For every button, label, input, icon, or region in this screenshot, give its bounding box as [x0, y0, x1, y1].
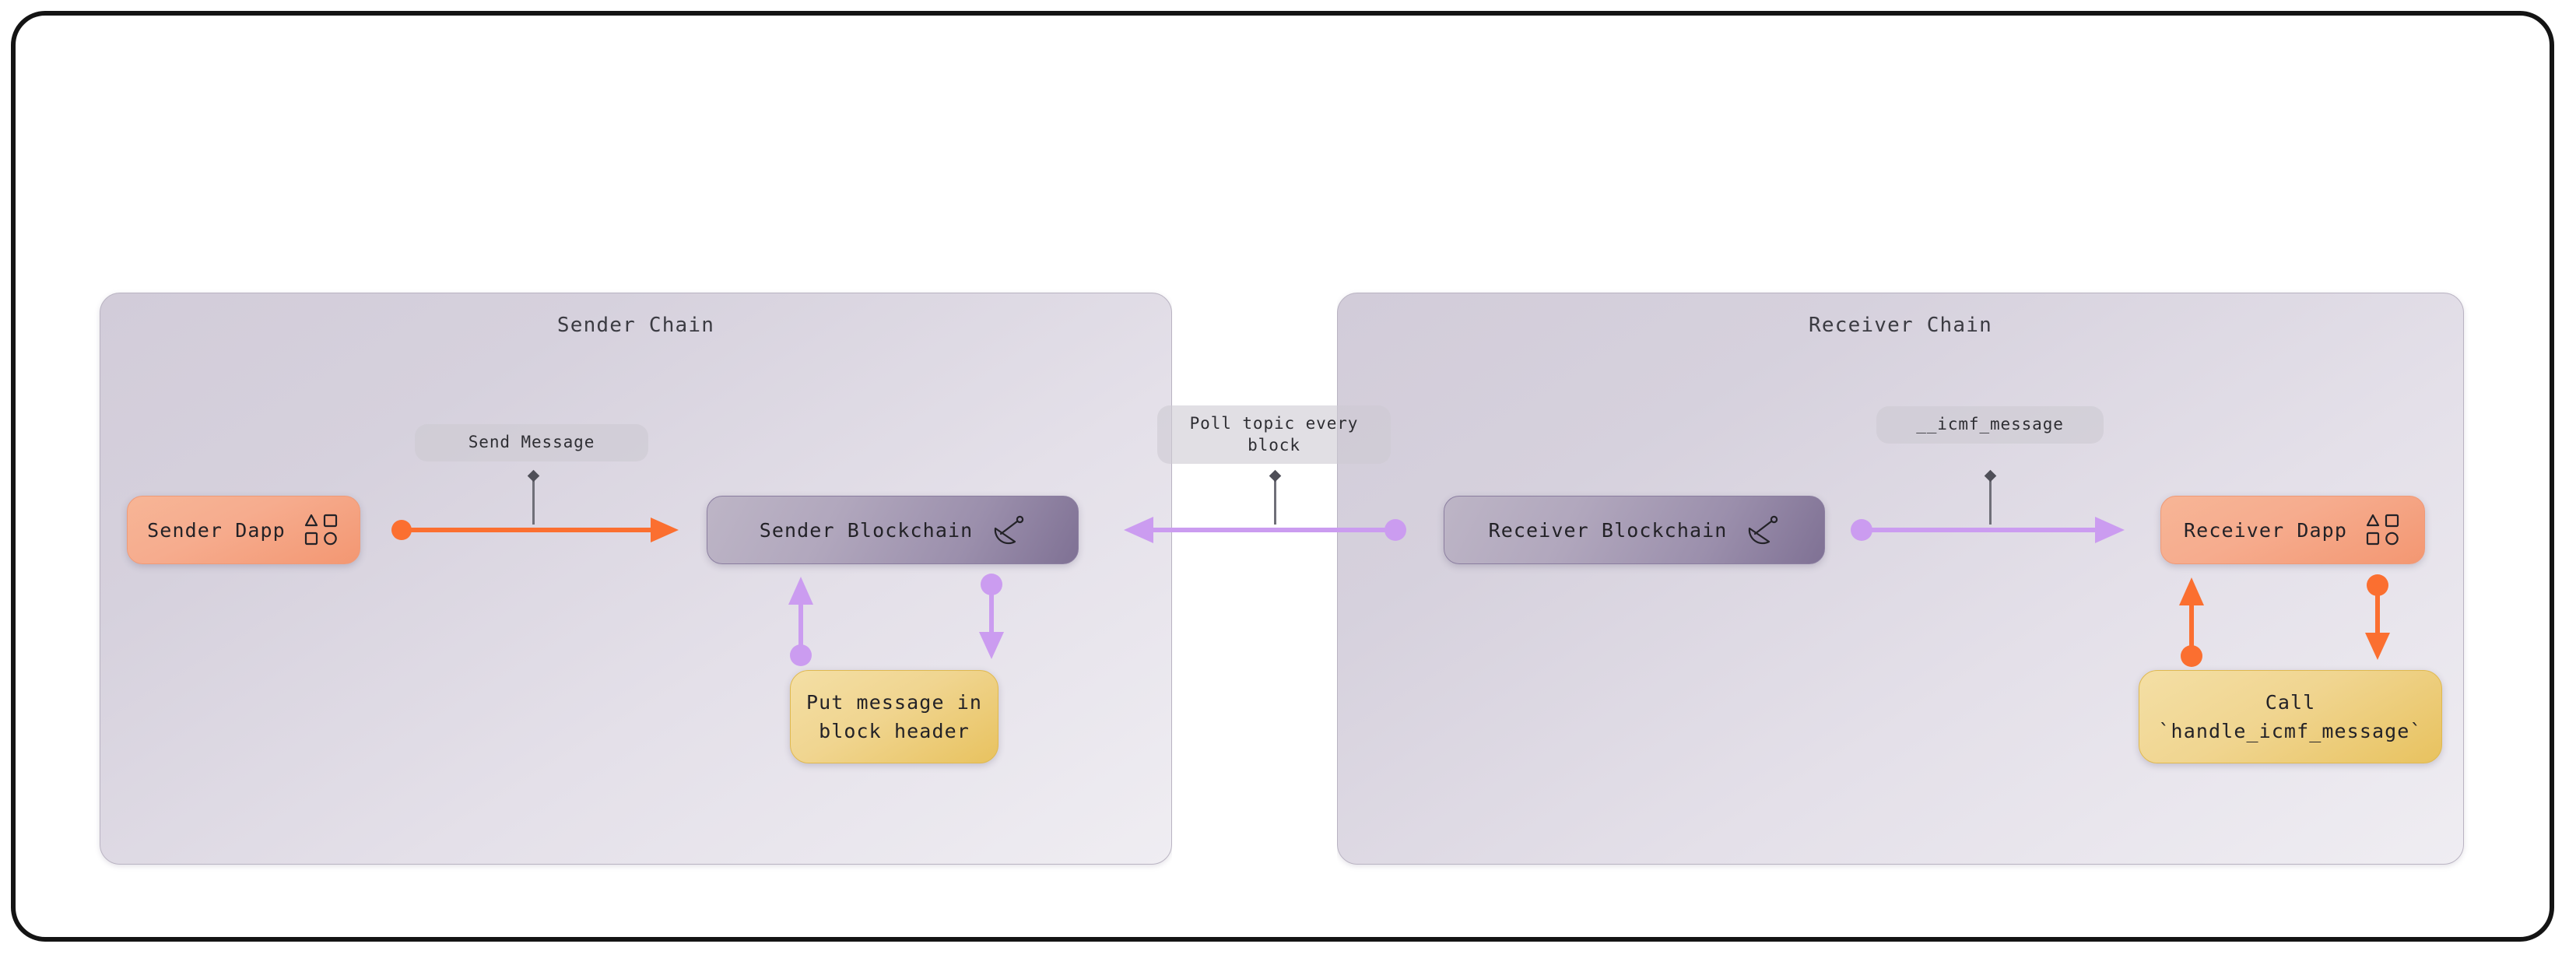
node-sender-dapp[interactable]: Sender Dapp	[127, 496, 360, 564]
connector-stub-poll-topic	[1274, 476, 1276, 525]
edge-label-poll-topic[interactable]: Poll topic every block	[1157, 405, 1391, 465]
node-label-receiver-blockchain: Receiver Blockchain	[1488, 518, 1728, 542]
shapes-grid-icon	[304, 514, 337, 546]
satellite-dish-icon	[1749, 515, 1778, 545]
note-line-1: Call	[2265, 690, 2316, 714]
node-label-sender-blockchain: Sender Blockchain	[759, 518, 974, 542]
node-receiver-dapp[interactable]: Receiver Dapp	[2160, 496, 2425, 564]
connector-stub-icmf-message	[1989, 476, 1992, 525]
connector-stub-send-message	[532, 476, 535, 525]
node-sender-blockchain[interactable]: Sender Blockchain	[707, 496, 1079, 564]
node-label-sender-dapp: Sender Dapp	[147, 518, 286, 542]
node-receiver-blockchain[interactable]: Receiver Blockchain	[1444, 496, 1825, 564]
satellite-dish-icon	[995, 515, 1024, 545]
panel-sender-chain[interactable]: Sender Chain	[100, 293, 1172, 865]
panel-title-sender-chain: Sender Chain	[556, 314, 715, 337]
panel-gap-strip	[1172, 293, 1337, 865]
node-put-message-in-block-header[interactable]: Put message in block header	[790, 670, 998, 763]
shapes-grid-icon	[2366, 514, 2399, 546]
note-line-2: `handle_icmf_message`	[2158, 720, 2423, 742]
edge-label-icmf-message[interactable]: __icmf_message	[1876, 406, 2104, 444]
note-line-2: block header	[819, 720, 970, 742]
panel-receiver-chain[interactable]: Receiver Chain	[1337, 293, 2464, 865]
panel-title-receiver-chain: Receiver Chain	[1809, 314, 1992, 337]
node-label-receiver-dapp: Receiver Dapp	[2184, 518, 2347, 542]
note-line-1: Put message in	[805, 690, 983, 714]
edge-label-send-message[interactable]: Send Message	[415, 424, 648, 461]
node-call-handle-icmf-message[interactable]: Call `handle_icmf_message`	[2139, 670, 2442, 763]
